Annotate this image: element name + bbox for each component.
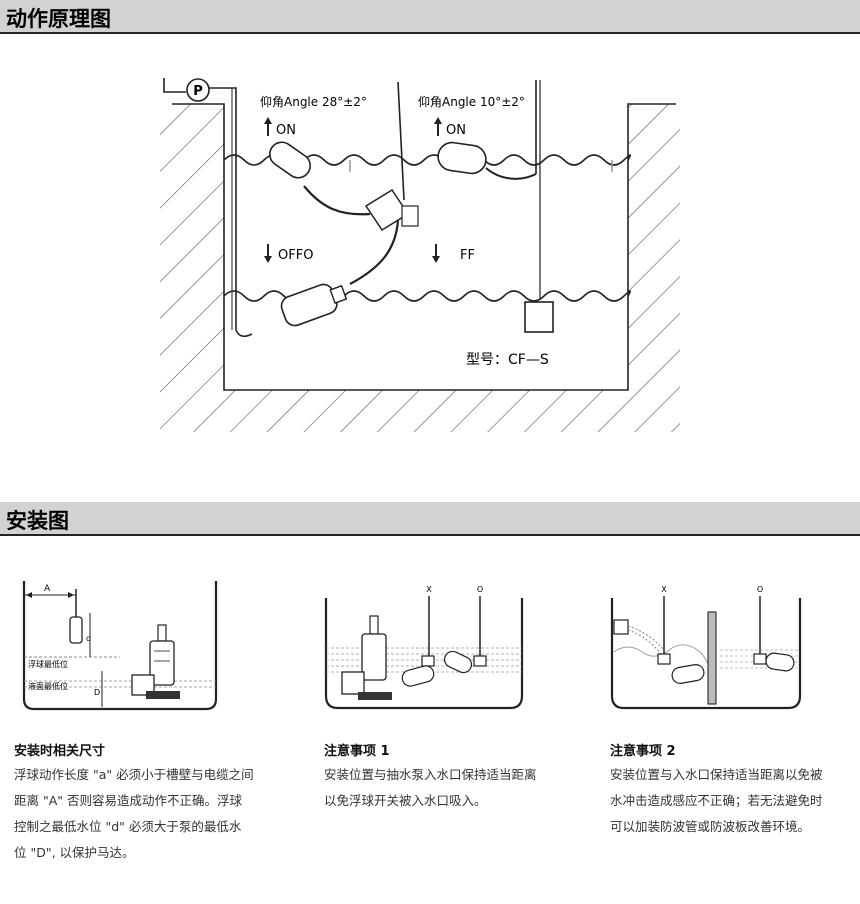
note-line: 水冲击造成感应不正确；若无法避免时	[610, 793, 823, 808]
install-diagram-2: X O	[324, 585, 524, 710]
note-line: 位 "D", 以保护马达。	[14, 845, 135, 860]
x-marker-label: X	[661, 585, 667, 594]
right-angle-label: 仰角Angle 10°±2°	[418, 94, 525, 109]
o-marker-label: O	[757, 585, 763, 594]
float-low-label: 浮球最低位	[28, 659, 68, 669]
float-ball	[401, 655, 435, 687]
left-on-label: ON	[276, 123, 296, 138]
up-arrow-icon	[434, 117, 442, 136]
note-line: 距离 "A" 否则容易造成动作不正确。浮球	[14, 793, 242, 808]
left-float-switch	[269, 81, 419, 327]
install-diagram-3: X O	[610, 585, 802, 710]
o-marker-label: O	[477, 585, 483, 594]
up-arrow-icon	[264, 117, 272, 136]
note-line: 安装位置与抽水泵入水口保持适当距离	[324, 767, 537, 782]
left-off-label: OFFO	[278, 248, 313, 263]
float-ball	[443, 650, 487, 674]
submersible-pump	[131, 624, 180, 699]
liquid-low-label: 液面最低位	[28, 681, 68, 691]
note-line: 浮球动作长度 "a" 必须小于槽壁与电缆之间	[14, 767, 254, 782]
right-off-label: FF	[460, 248, 475, 263]
note-line: 控制之最低水位 "d" 必须大于泵的最低水	[14, 819, 242, 834]
install-diagram-1: A d 浮球最低位 液面最低位 D	[22, 581, 218, 711]
note-line: 安装位置与入水口保持适当距离以免被	[610, 767, 823, 782]
pump-label: P	[193, 84, 203, 99]
pump: P	[163, 78, 253, 338]
down-arrow-icon	[264, 244, 272, 263]
section-header-install: 安装图	[0, 502, 860, 536]
d-large-label: D	[94, 688, 100, 697]
float-ball	[657, 653, 705, 684]
note-text-dimensions: 浮球动作长度 "a" 必须小于槽壁与电缆之间 距离 "A" 否则容易造成动作不正…	[14, 762, 304, 866]
note-text-caution-2: 安装位置与入水口保持适当距离以免被 水冲击造成感应不正确；若无法避免时 可以加装…	[610, 762, 860, 840]
section-title: 安装图	[6, 509, 69, 533]
a-dimension-label: A	[44, 584, 51, 594]
model-label: 型号：CF—S	[466, 352, 549, 368]
section-title: 动作原理图	[6, 7, 111, 31]
wave-board	[707, 611, 717, 705]
ground-hatching	[160, 104, 680, 432]
submersible-pump	[341, 615, 392, 700]
right-on-label: ON	[446, 123, 466, 138]
down-arrow-icon	[432, 244, 440, 263]
note-title-caution-1: 注意事项 1	[324, 744, 390, 759]
section-header-principle: 动作原理图	[0, 0, 860, 34]
left-angle-label: 仰角Angle 28°±2°	[260, 94, 367, 109]
d-small-label: d	[86, 634, 91, 643]
note-title-caution-2: 注意事项 2	[610, 744, 676, 759]
note-text-caution-1: 安装位置与抽水泵入水口保持适当距离 以免浮球开关被入水口吸入。	[324, 762, 594, 814]
principle-diagram: P 仰角Angle 28°±2° 仰角Angle 10°±2°	[160, 78, 680, 432]
right-float-switch	[437, 80, 554, 333]
note-line: 以免浮球开关被入水口吸入。	[324, 793, 487, 808]
note-title-dimensions: 安装时相关尺寸	[14, 744, 106, 759]
note-line: 可以加装防波管或防波板改善环境。	[610, 819, 811, 834]
tank-walls	[172, 103, 676, 391]
float-ball	[753, 652, 795, 672]
x-marker-label: X	[426, 585, 432, 594]
